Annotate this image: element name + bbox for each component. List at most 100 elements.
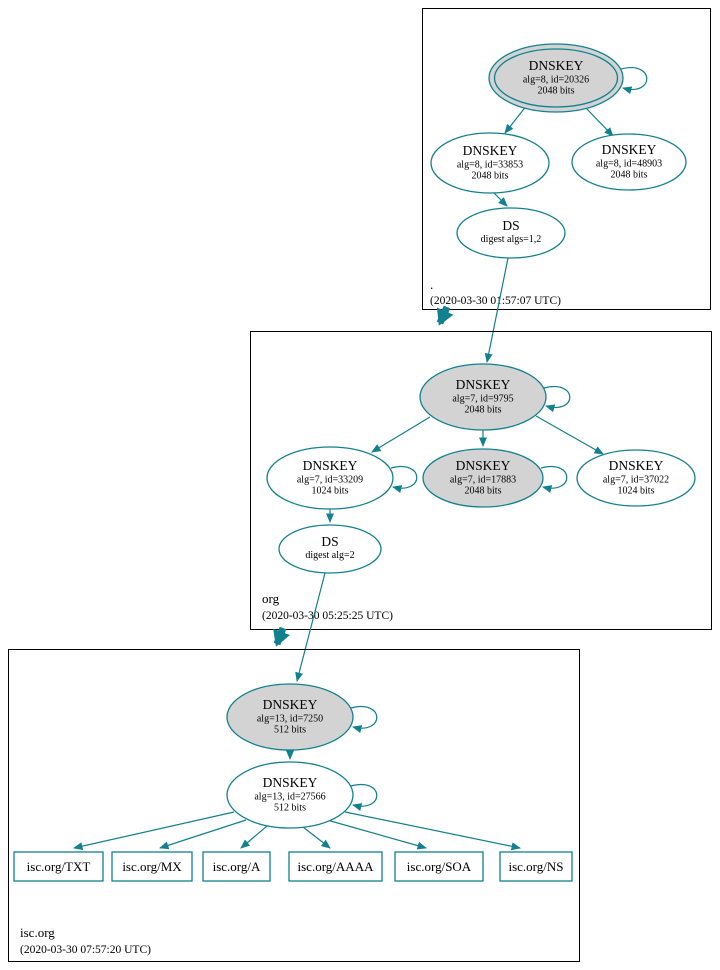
dnskey-33209-bits: 1024 bits [312, 486, 349, 497]
rrset-node-a: isc.org/A [202, 851, 271, 882]
zone-root-box [422, 8, 711, 310]
edge-org-ksk-selfloop [543, 385, 571, 413]
dnskey-17883-ellipse [422, 448, 544, 508]
dnskey-48903-detail: alg=8, id=48903 [596, 159, 662, 170]
rrset-soa-label: isc.org/SOA [407, 859, 472, 874]
edge-root-ds-to-org-ksk [484, 257, 509, 363]
rrset-node-soa: isc.org/SOA [394, 851, 484, 882]
ds-org-title: DS [321, 534, 338, 549]
edge-isc-zsk-to-soa [326, 819, 427, 850]
dnskey-17883-bits: 2048 bits [465, 486, 502, 497]
dnskey-9795-title: DNSKEY [456, 377, 511, 392]
dnskey-9795-ellipse [419, 363, 547, 431]
ds-root-detail: digest algs=1,2 [481, 234, 542, 245]
dnskey-33209-title: DNSKEY [303, 458, 358, 473]
rrset-mx-label: isc.org/MX [122, 859, 182, 874]
dnskey-node-33853: DNSKEY alg=8, id=33853 2048 bits [430, 132, 550, 194]
edge-root-delegation-arrow [436, 305, 454, 326]
dnskey-37022-bits: 1024 bits [618, 486, 655, 497]
dnskey-37022-ellipse [576, 449, 696, 507]
rrset-a-label: isc.org/A [213, 859, 261, 874]
rrset-mx-box [111, 851, 193, 882]
rrset-aaaa-label: isc.org/AAAA [298, 859, 375, 874]
zone-org-label: org [262, 591, 280, 606]
rrset-node-aaaa: isc.org/AAAA [288, 851, 383, 882]
zone-isc-timestamp: (2020-03-30 07:57:20 UTC) [20, 944, 151, 956]
edge-isc-ksk-selfloop [350, 705, 378, 733]
zone-org-timestamp: (2020-03-30 05:25:25 UTC) [262, 610, 393, 622]
edge-isc-zsk-selfloop [350, 783, 378, 811]
dnskey-17883-title: DNSKEY [456, 458, 511, 473]
zone-org-box [250, 331, 712, 630]
dnskey-20326-title: DNSKEY [529, 58, 584, 73]
edge-org-ksk-to-zsk-left [371, 416, 431, 453]
zone-root-timestamp: (2020-03-30 01:57:07 UTC) [430, 295, 561, 307]
rrset-node-txt: isc.org/TXT [13, 851, 104, 882]
dnskey-9795-detail: alg=7, id=9795 [452, 394, 513, 405]
ds-node-org: DS digest alg=2 [278, 524, 382, 574]
dnskey-node-33209: DNSKEY alg=7, id=33209 1024 bits [266, 446, 394, 510]
zone-org: org (2020-03-30 05:25:25 UTC) DNSKEY alg… [250, 331, 712, 682]
dnskey-node-20326: DNSKEY alg=8, id=20326 2048 bits [488, 43, 624, 113]
zone-isc-label: isc.org [20, 925, 55, 940]
dnskey-7250-ellipse [226, 683, 354, 751]
zone-root: . (2020-03-30 01:57:07 UTC) DNSKEY alg=8… [422, 8, 711, 363]
dnskey-node-48903: DNSKEY alg=8, id=48903 2048 bits [571, 133, 687, 191]
ds-root-title: DS [502, 218, 519, 233]
dnskey-37022-title: DNSKEY [609, 458, 664, 473]
edge-org-delegation-arrow [273, 626, 290, 647]
ds-root-ellipse [456, 207, 566, 259]
dnskey-node-9795: DNSKEY alg=7, id=9795 2048 bits [419, 363, 547, 431]
edge-org-ksk-to-zsk-right [535, 415, 604, 455]
rrset-soa-box [394, 851, 484, 882]
edge-isc-zsk-to-mx [159, 819, 247, 850]
edge-root-ksk-to-zsk-left [504, 104, 528, 134]
dnskey-17883-detail: alg=7, id=17883 [450, 475, 516, 486]
dnskey-37022-detail: alg=7, id=37022 [603, 475, 669, 486]
ds-org-ellipse [278, 524, 382, 574]
dnskey-node-37022: DNSKEY alg=7, id=37022 1024 bits [576, 449, 696, 507]
edge-org-zsk-left-selfloop [390, 465, 418, 493]
dnskey-33853-bits: 2048 bits [472, 171, 509, 182]
dnskey-27566-detail: alg=13, id=27566 [254, 792, 325, 803]
dnskey-33853-title: DNSKEY [463, 143, 518, 158]
edge-root-ksk-selfloop [620, 67, 648, 95]
edge-isc-zsk-to-a [240, 825, 268, 849]
edge-root-ksk-to-zsk-right [582, 104, 614, 137]
dnskey-33853-detail: alg=8, id=33853 [457, 160, 523, 171]
dnskey-9795-bits: 2048 bits [465, 405, 502, 416]
ds-node-root: DS digest algs=1,2 [456, 207, 566, 259]
dnskey-20326-inner-ellipse [493, 48, 619, 108]
rrset-aaaa-box [288, 851, 383, 882]
edge-root-zsk-to-ds [493, 192, 508, 207]
edge-isc-zsk-to-aaaa [302, 826, 331, 849]
dnskey-27566-title: DNSKEY [263, 775, 318, 790]
edge-org-zsk-mid-selfloop [540, 465, 568, 493]
dnskey-node-27566: DNSKEY alg=13, id=27566 512 bits [226, 761, 354, 829]
dnskey-48903-bits: 2048 bits [611, 170, 648, 181]
rrset-node-ns: isc.org/NS [499, 851, 573, 882]
dnskey-48903-ellipse [571, 133, 687, 191]
dnskey-node-7250: DNSKEY alg=13, id=7250 512 bits [226, 683, 354, 751]
dnskey-33209-ellipse [266, 446, 394, 510]
zone-root-label: . [430, 277, 433, 292]
dnskey-20326-detail: alg=8, id=20326 [523, 75, 589, 86]
rrset-ns-label: isc.org/NS [508, 859, 563, 874]
rrset-a-box [202, 851, 271, 882]
edge-org-ds-to-isc-ksk [295, 572, 326, 682]
ds-org-detail: digest alg=2 [305, 550, 354, 561]
edge-isc-zsk-to-txt [73, 811, 235, 851]
rrset-ns-box [499, 851, 573, 882]
dnskey-33209-detail: alg=7, id=33209 [297, 475, 363, 486]
dnskey-27566-bits: 512 bits [274, 803, 306, 814]
dnskey-27566-ellipse [226, 761, 354, 829]
rrset-txt-box [13, 851, 104, 882]
dnskey-7250-title: DNSKEY [263, 697, 318, 712]
zone-isc: isc.org (2020-03-30 07:57:20 UTC) DNSKEY… [8, 649, 580, 962]
dnskey-33853-ellipse [430, 132, 550, 194]
zone-isc-box [8, 649, 580, 962]
dnskey-7250-bits: 512 bits [274, 725, 306, 736]
dnskey-node-17883: DNSKEY alg=7, id=17883 2048 bits [422, 448, 544, 508]
